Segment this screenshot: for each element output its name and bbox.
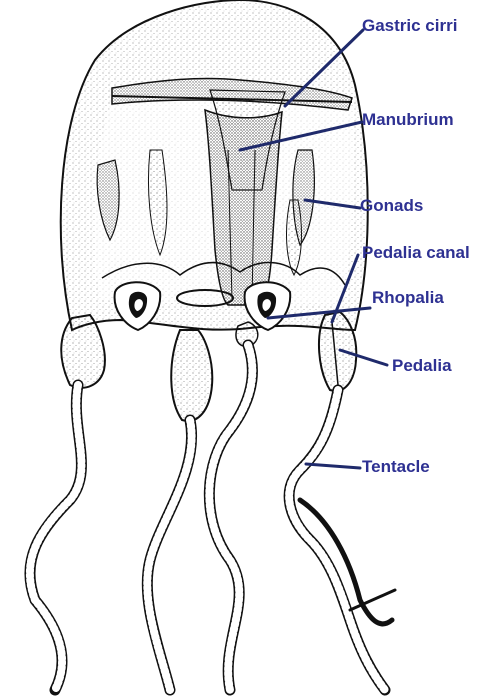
pedalium-left <box>61 315 105 388</box>
label-pedalia-canal: Pedalia canal <box>362 243 470 263</box>
label-gonads: Gonads <box>360 196 423 216</box>
label-gastric-cirri: Gastric cirri <box>362 16 457 36</box>
label-manubrium: Manubrium <box>362 110 454 130</box>
pedalium-center <box>171 330 212 421</box>
leader-tentacle <box>306 464 360 468</box>
label-pedalia: Pedalia <box>392 356 452 376</box>
label-tentacle: Tentacle <box>362 457 430 477</box>
tentacles <box>30 345 395 690</box>
label-rhopalia: Rhopalia <box>372 288 444 308</box>
